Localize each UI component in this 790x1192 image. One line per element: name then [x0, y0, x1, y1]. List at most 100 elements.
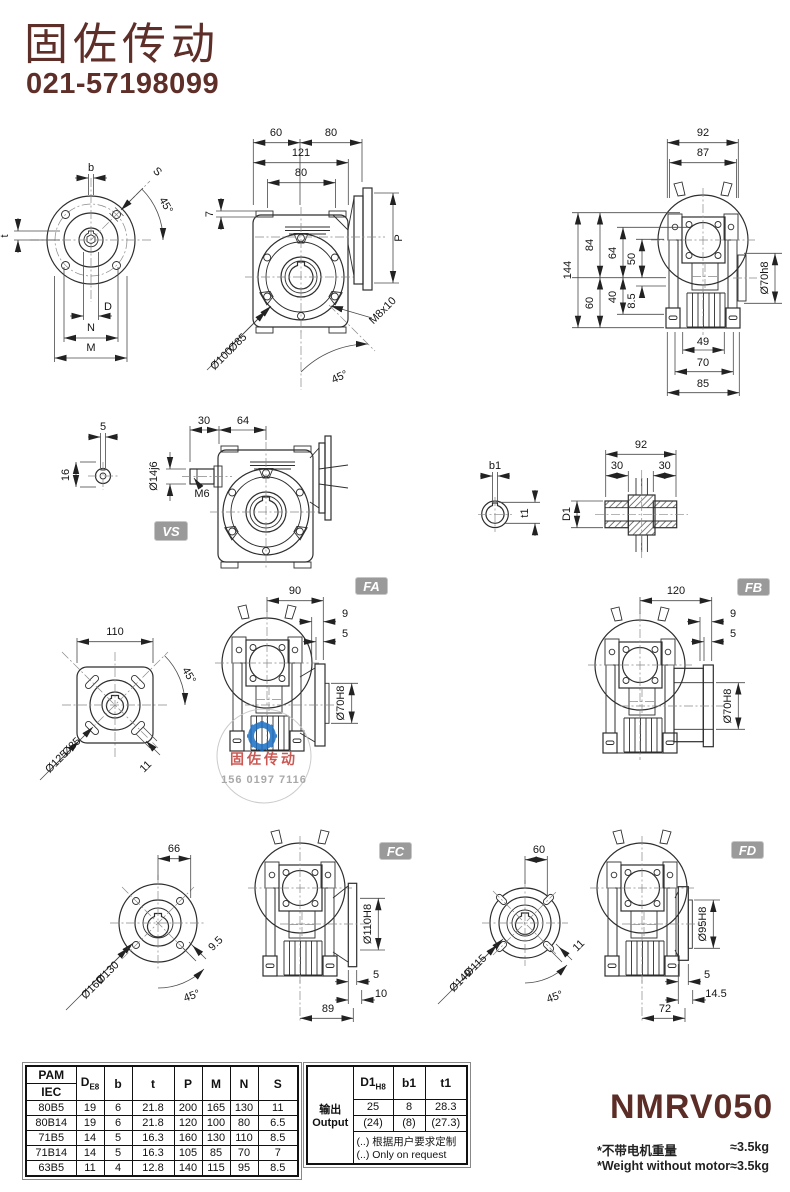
dim-5vs: 5: [100, 421, 106, 433]
dim-dia70h8: Ø70h8: [759, 261, 771, 294]
weight-notes: *不带电机重量≈3.5kg *Weight without motor≈3.5k…: [597, 1140, 769, 1173]
dim-89: 89: [322, 1003, 334, 1015]
watermark: 固佐传动 156 0197 7116: [216, 708, 312, 804]
view-fd-flange: 60 11 Ø115 Ø140 45°: [437, 844, 588, 1006]
view-fa-flange: 110 45° Ø85 Ø125 11: [39, 626, 198, 781]
col-header-p: P: [173, 1065, 203, 1101]
dim-50: 50: [626, 253, 638, 265]
col-header-b1: b1: [392, 1065, 426, 1100]
dim-30a: 30: [611, 460, 623, 472]
table-note-row: (..) 根据用户要求定制 (..) Only on request: [307, 1130, 468, 1164]
dim-30b: 30: [659, 460, 671, 472]
col-header-m: M: [201, 1065, 231, 1101]
dim-b1: b1: [489, 460, 501, 472]
dim-120: 120: [667, 585, 685, 597]
watermark-gear-icon: [247, 721, 277, 751]
dim-10: 10: [375, 988, 387, 1000]
dim-66: 66: [168, 843, 180, 855]
dim-m8x10: M8x10: [367, 295, 399, 327]
dim-m6: M6: [194, 488, 209, 500]
badge-fd: FD: [731, 841, 764, 859]
dim-45: 45°: [156, 195, 175, 215]
dim-87: 87: [697, 147, 709, 159]
dim-64: 64: [607, 247, 619, 259]
dim-14-5: 14.5: [705, 988, 726, 1000]
dim-45fc: 45°: [182, 988, 202, 1005]
dim-60fd: 60: [533, 844, 545, 856]
dim-b: b: [88, 162, 94, 174]
dim-64vs: 64: [237, 415, 249, 427]
watermark-phone: 156 0197 7116: [221, 774, 307, 786]
dim-9-5: 9.5: [206, 934, 225, 953]
dim-P: P: [393, 234, 405, 241]
company-phone: 021-57198099: [26, 68, 220, 100]
dim-D1: D1: [561, 507, 573, 521]
dim-70: 70: [697, 357, 709, 369]
view-fd: Ø95H8 5 14.5 72: [589, 829, 727, 1022]
view-input-flange-front: b t S 45° D N M: [0, 162, 175, 362]
dim-30vs: 30: [198, 415, 210, 427]
col-header-t: t: [131, 1065, 175, 1101]
col-header-s: S: [257, 1065, 299, 1101]
col-header-d1: D1H8: [352, 1065, 394, 1100]
dim-5fd: 5: [704, 969, 710, 981]
dim-5fb: 5: [730, 628, 736, 640]
dim-t: t: [0, 234, 11, 237]
dim-dia95H8: Ø95H8: [697, 907, 709, 942]
dim-60c: 60: [584, 297, 596, 309]
dim-9fb: 9: [730, 608, 736, 620]
view-fb: 120 9 5 Ø70H8: [587, 585, 745, 761]
dim-49: 49: [697, 336, 709, 348]
dim-t1: t1: [519, 508, 531, 517]
dim-45fd: 45°: [545, 989, 565, 1006]
dim-dia110H8: Ø110H8: [362, 904, 374, 944]
view-gearbox-front: 60 80 121 80 7 P M8x10 Ø85 Ø100 45°: [204, 127, 405, 390]
company-logo: 固佐传动: [24, 19, 220, 70]
view-gearbox-rear: 92 87 144 84 60 64 40 50 8.5 Ø70h8 49 70…: [562, 127, 782, 396]
note-custom-en: (..) Only on request: [356, 1148, 447, 1161]
note-en: *Weight without motor: [597, 1159, 731, 1173]
dim-45b: 45°: [330, 368, 350, 386]
col-header-b: b: [103, 1065, 133, 1101]
dim-9fa: 9: [342, 608, 348, 620]
view-fa: 90 9 5 Ø70H8: [214, 585, 358, 759]
dim-D: D: [104, 301, 112, 313]
dim-M: M: [86, 342, 95, 354]
badge-vs: VS: [154, 521, 188, 541]
note-cn: *不带电机重量: [597, 1144, 677, 1158]
table-row: (24)(8)(27.3): [307, 1114, 468, 1132]
dim-45fa: 45°: [179, 665, 198, 685]
dim-80b: 80: [295, 167, 307, 179]
badge-fc: FC: [379, 842, 412, 860]
note-custom-cn: (..) 根据用户要求定制: [356, 1135, 457, 1148]
dim-110: 110: [106, 626, 124, 638]
view-fc-flange: 66 9.5 Ø130 Ø160 45°: [65, 843, 226, 1011]
dim-16: 16: [60, 469, 72, 481]
badge-fa: FA: [355, 577, 388, 595]
dim-11fd: 11: [571, 938, 588, 955]
note-weight-cn: ≈3.5kg: [730, 1140, 769, 1154]
dim-121: 121: [292, 147, 310, 159]
dim-72: 72: [659, 1003, 671, 1015]
dim-dia70H8fa: Ø70H8: [335, 686, 347, 721]
dim-40: 40: [607, 291, 619, 303]
dim-90: 90: [289, 585, 301, 597]
dim-84: 84: [584, 239, 596, 251]
dim-5fa: 5: [342, 628, 348, 640]
dim-s: S: [150, 165, 164, 179]
col-header-t1: t1: [424, 1065, 468, 1100]
watermark-brand: 固佐传动: [230, 751, 298, 767]
dim-85: 85: [697, 378, 709, 390]
dim-80: 80: [325, 127, 337, 139]
model-title: NMRV050: [610, 1088, 774, 1126]
view-hollow-shaft-section: b1 t1 92 30 30 D1: [478, 439, 688, 558]
